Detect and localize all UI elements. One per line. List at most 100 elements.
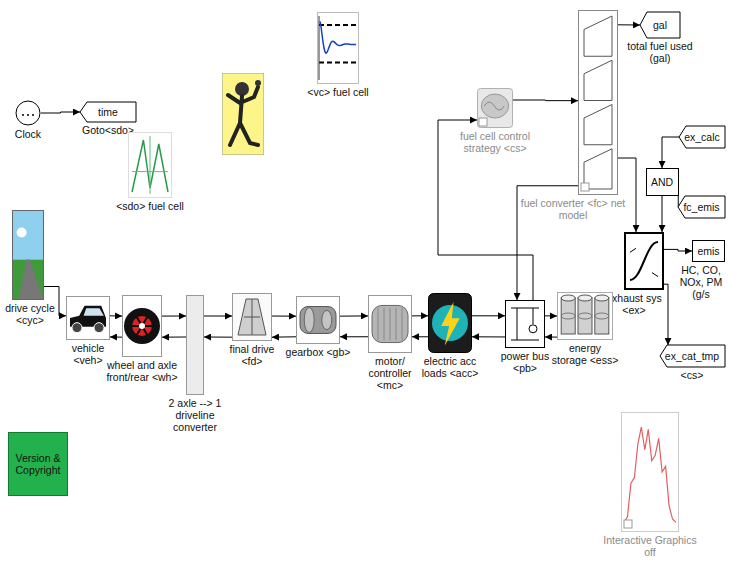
fd-icon <box>232 293 272 341</box>
acc-icon <box>428 293 472 353</box>
graphics-block: Interactive Graphicsoff <box>621 412 679 532</box>
label-group: <vc> fuel cell <box>307 86 368 98</box>
block-label: <sdo> fuel cell <box>116 200 184 212</box>
signal-line <box>618 158 636 232</box>
block-face: Version & Copyright <box>13 452 63 476</box>
signal-line <box>110 315 122 316</box>
display-block: <sdo> fuel cell <box>128 132 172 198</box>
block-label: Interactive Graphics <box>603 534 696 546</box>
signal-line <box>662 137 679 168</box>
clock-block: Clock <box>15 100 41 126</box>
label-group: <sdo> fuel cell <box>116 200 184 212</box>
signal-line <box>545 315 557 316</box>
signal-line <box>618 24 640 25</box>
info-block: Version & Copyright <box>8 432 68 496</box>
block-face: fc_emis <box>683 201 719 213</box>
signal-line <box>162 316 186 317</box>
signal-line <box>545 336 557 337</box>
subsystem-block: 2 axle --> 1 driveline converter <box>186 295 204 395</box>
signal-line <box>664 284 668 345</box>
subsystem-block: drive cycle <cyc> <box>12 210 44 300</box>
block-text: Version & Copyright <box>13 452 63 476</box>
subsystem-block: wheel and axle front/rear <wh> <box>122 295 162 357</box>
label-group: motor/ controller <mc> <box>360 355 420 391</box>
sdo-icon <box>128 132 172 198</box>
block-face: AND <box>651 176 673 188</box>
label-group: HC, CO, NOx, PM (g/s <box>676 264 726 300</box>
scope-icon <box>317 12 359 84</box>
signal-line <box>162 337 186 338</box>
label-group: Clock <box>15 128 41 140</box>
signal-line <box>340 336 368 337</box>
block-face: time <box>98 106 118 118</box>
scope-block: <vc> fuel cell <box>317 12 359 84</box>
signal-line <box>412 315 428 316</box>
signal-line <box>664 249 692 251</box>
label-group: <cs> <box>681 369 704 381</box>
goto-block: ex_cat_tmp<cs> <box>660 345 725 367</box>
block-label: vehicle <veh> <box>64 342 112 366</box>
block-label: final drive <fd> <box>222 343 282 367</box>
block-text: ex_calc <box>684 131 720 143</box>
block-label: electric acc loads <acc> <box>418 355 482 379</box>
subsystem-block: fuel converter <fc> net model <box>578 10 618 195</box>
goto-block: timeGoto<sdo> <box>80 102 136 122</box>
label-group: power bus <pb> <box>500 350 550 374</box>
label-group: fuel cell control strategy <cs> <box>445 130 545 154</box>
exhaust-icon <box>624 232 664 290</box>
wheel-icon <box>122 295 162 357</box>
plot-icon <box>621 412 679 532</box>
clock-icon <box>15 100 41 126</box>
car-icon <box>66 296 110 340</box>
block-text: time <box>98 106 118 118</box>
block-face: ex_cat_tmp <box>665 350 719 362</box>
block-label: exhaust sys <ex> <box>605 292 663 316</box>
signal-line <box>204 337 232 338</box>
block-label: 2 axle --> 1 driveline converter <box>163 397 227 433</box>
block-face: emis <box>697 245 719 257</box>
block-label: Clock <box>15 128 41 140</box>
block-face: gal <box>653 19 667 31</box>
label-group: 2 axle --> 1 driveline converter <box>163 397 227 433</box>
block-text: emis <box>697 245 719 257</box>
signal-line <box>472 336 505 337</box>
subsystem-block: power bus <pb> <box>505 300 545 348</box>
block-label: power bus <pb> <box>500 350 550 374</box>
signal-line <box>472 315 505 316</box>
signal-line <box>110 336 122 337</box>
outport-block: emisHC, CO, NOx, PM (g/s <box>692 240 725 262</box>
pb-icon <box>505 300 545 348</box>
block-text: gal <box>653 19 667 31</box>
label-group: Goto<sdo> <box>82 124 134 136</box>
subsystem-block: exhaust sys <ex> <box>624 232 664 290</box>
block-label: off <box>603 546 696 558</box>
subsystem-block: energy storage <ess> <box>557 292 613 340</box>
label-group: vehicle <veh> <box>64 342 112 366</box>
block-face: ex_calc <box>684 131 720 143</box>
block-label: gearbox <gb> <box>286 346 351 358</box>
label-group: energy storage <ess> <box>550 342 620 366</box>
subsystem-block: electric acc loads <acc> <box>428 293 472 353</box>
block-label: wheel and axle front/rear <wh> <box>102 359 182 383</box>
label-group: drive cycle <cyc> <box>3 302 57 326</box>
goto-block: galtotal fuel used (gal) <box>640 12 680 38</box>
label-group: gearbox <gb> <box>286 346 351 358</box>
subsystem-block: motor/ controller <mc> <box>368 295 412 353</box>
label-group: total fuel used (gal) <box>620 40 700 64</box>
block-label: fuel cell control strategy <cs> <box>445 130 545 154</box>
gb-icon <box>296 296 340 344</box>
signal-line <box>662 196 663 232</box>
signal-line <box>272 316 296 317</box>
block-label: fuel converter <fc> net model <box>518 197 628 221</box>
axle-icon <box>186 295 204 395</box>
block-label: <cs> <box>681 369 704 381</box>
label-group: fuel converter <fc> net model <box>518 197 628 221</box>
block-label: HC, CO, NOx, PM (g/s <box>676 264 726 300</box>
mc-icon <box>368 295 412 353</box>
label-group: exhaust sys <ex> <box>605 292 663 316</box>
logic-block: AND <box>646 168 679 196</box>
subsystem-block: final drive <fd> <box>232 293 272 341</box>
block-text: fc_emis <box>683 201 719 213</box>
